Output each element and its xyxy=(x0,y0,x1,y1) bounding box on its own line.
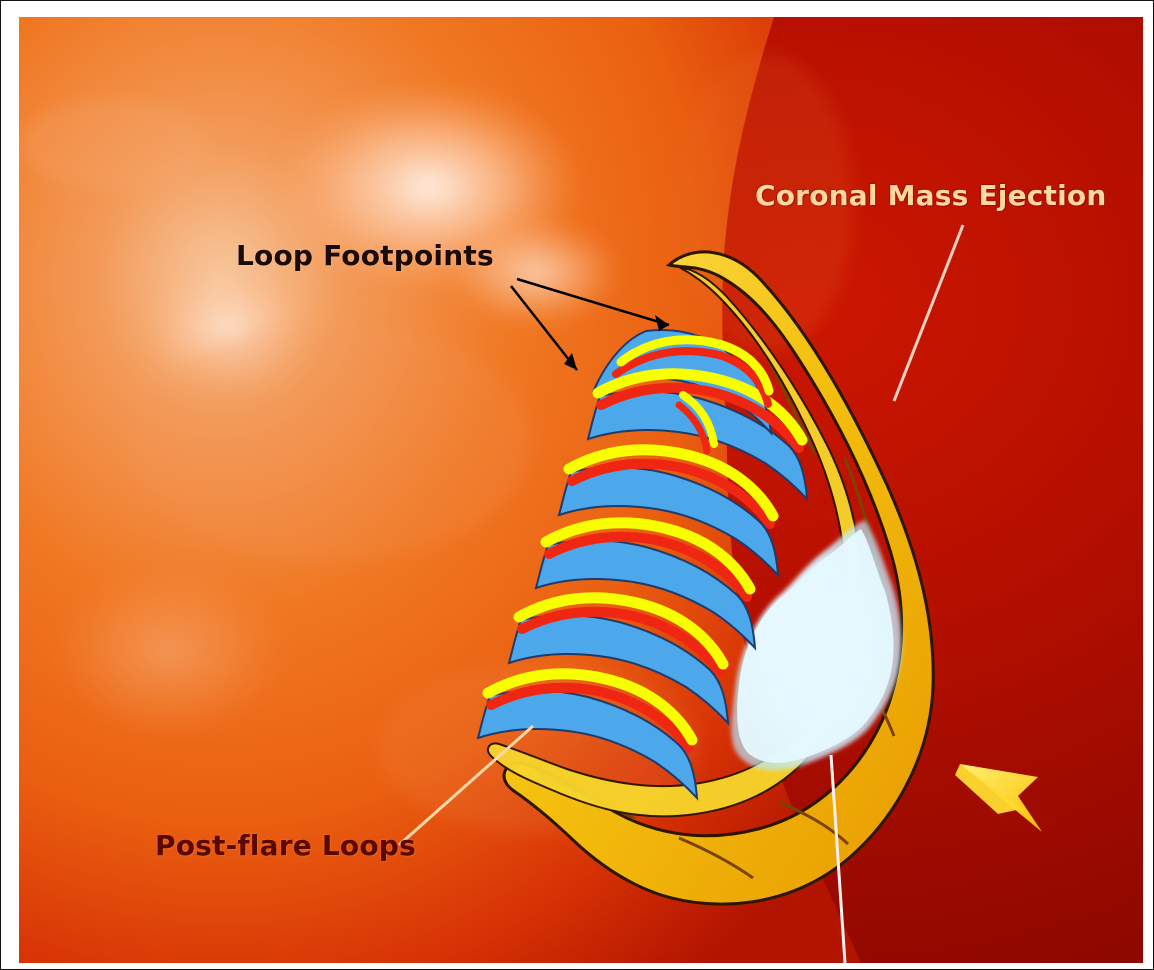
surface-mottling-b xyxy=(131,322,531,562)
label-post-flare-loops: Post-flare Loops xyxy=(155,829,416,862)
label-coronal-mass-ejection: Coronal Mass Ejection xyxy=(755,179,1107,212)
bright-patch-mid xyxy=(447,216,623,328)
bright-patch-lower-left xyxy=(49,562,289,742)
label-loop-footpoints: Loop Footpoints xyxy=(236,239,494,272)
surface-mottling-a xyxy=(19,99,209,191)
solar-flare-diagram: Loop Footpoints Coronal Mass Ejection Po… xyxy=(19,17,1143,963)
solar-diagram-canvas xyxy=(19,17,1143,963)
